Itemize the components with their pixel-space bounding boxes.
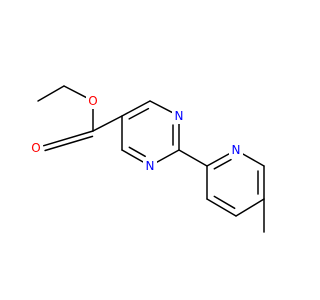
bond-pyrimidine-c5-c6-inner — [128, 107, 150, 120]
bonds — [37, 85, 265, 233]
bond-carbonyl-double-a — [42, 130, 94, 147]
carbonyl-oxygen-label: O — [31, 141, 40, 155]
pyridine-n-label: N — [232, 143, 241, 157]
bond-carbonyl-to-ring — [92, 115, 123, 132]
bond-ring-link — [178, 149, 208, 167]
bond-pyridine-c4-c3 — [206, 198, 237, 217]
bond-pyridine-c2-n1-inner — [213, 158, 232, 170]
bond-carbonyl-double-b — [44, 135, 94, 152]
bond-pyrimidine-c2-n3 — [156, 149, 180, 163]
bond-pyrimidine-n3-c4 — [121, 149, 144, 163]
bond-pyrimidine-c5-c6 — [121, 100, 151, 117]
pyrimidine-n-top-label: N — [175, 109, 184, 123]
ester-oxygen-label: O — [88, 94, 97, 108]
bond-ethyl-ch3-ch2 — [37, 85, 65, 102]
pyrimidine-n-bottom-label: N — [146, 159, 155, 173]
bond-pyrimidine-c6-n1 — [149, 100, 173, 114]
bond-pyridine-c2-n1 — [206, 153, 230, 167]
bond-pyridine-c4-c3-inner — [213, 195, 236, 210]
atom-labels: O O N N N — [29, 93, 243, 174]
bond-ethyl-ch2-o — [63, 85, 87, 99]
bond-pyridine-c5-c4 — [235, 198, 265, 217]
bond-pyrimidine-n3-c4-inner — [128, 146, 146, 158]
molecule-structure-diagram: O O N N N — [29, 85, 265, 233]
bond-pyridine-n1-c6 — [242, 153, 265, 167]
